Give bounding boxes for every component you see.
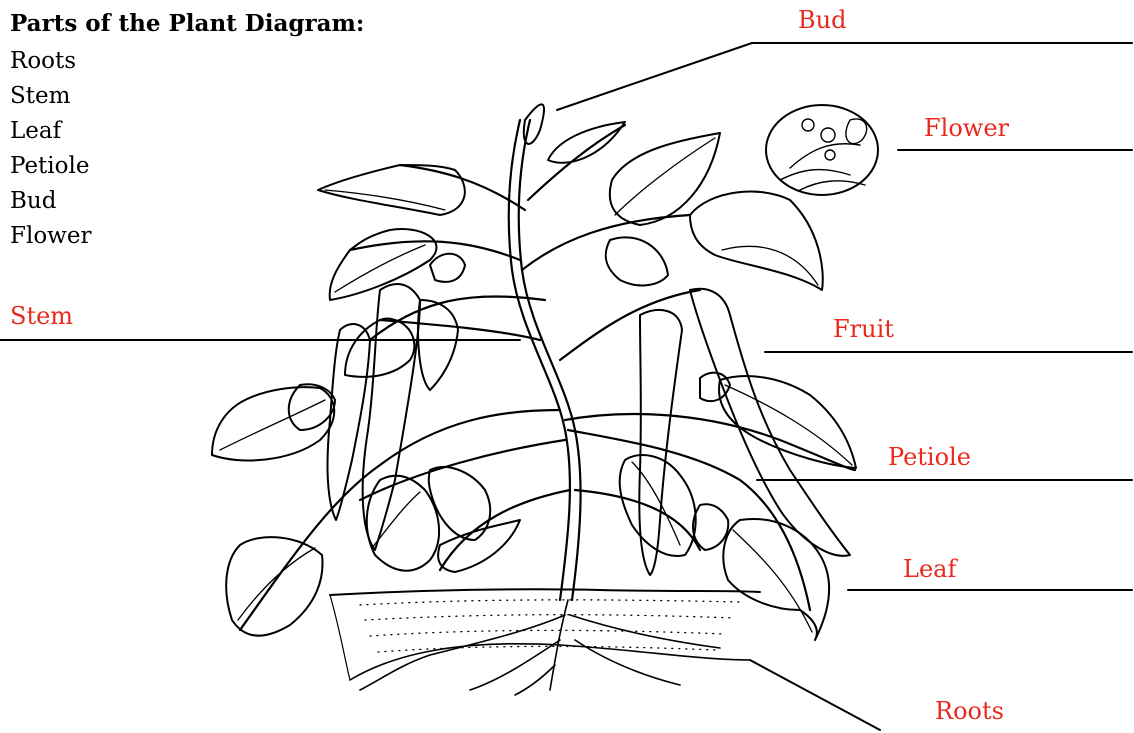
flower-inset-blossom: [802, 119, 814, 131]
branch: [575, 490, 700, 550]
branch: [440, 490, 570, 570]
leaf: [693, 504, 728, 550]
leader-lines: [0, 43, 1132, 730]
label-roots: Roots: [935, 697, 1004, 725]
leader-line-roots: [750, 660, 880, 730]
branch: [565, 414, 855, 470]
leader-line-bud: [557, 43, 752, 110]
leaf: [430, 254, 465, 282]
label-bud: Bud: [798, 6, 846, 34]
label-flower: Flower: [924, 114, 1009, 142]
soil-surface: [330, 589, 760, 595]
leaf: [606, 237, 668, 285]
root: [430, 615, 565, 655]
branch: [360, 440, 565, 500]
label-fruit: Fruit: [833, 315, 894, 343]
label-leaf: Leaf: [903, 555, 956, 583]
leaf: [610, 133, 720, 225]
flower-inset-leaf: [846, 119, 867, 144]
flower-inset: [766, 105, 878, 195]
leaf: [723, 519, 829, 640]
root: [515, 665, 555, 695]
label-petiole: Petiole: [888, 443, 971, 471]
leaf: [719, 376, 856, 468]
label-stem: Stem: [10, 302, 73, 330]
root: [570, 615, 720, 648]
flower-inset-stem: [780, 144, 865, 190]
soil-bottom: [350, 644, 750, 680]
fruit-pod: [418, 300, 458, 390]
leaf: [548, 122, 625, 163]
stem-system: [240, 120, 855, 630]
flower-inset-blossom: [821, 128, 835, 142]
soil: [330, 589, 760, 680]
soil-left: [330, 595, 350, 680]
leaf: [690, 192, 823, 290]
leaf: [345, 319, 414, 377]
leaf: [367, 476, 439, 571]
branch: [380, 320, 540, 340]
leaf: [212, 387, 334, 460]
leaves: [212, 104, 856, 640]
flower-inset-circle: [766, 105, 878, 195]
main-stem: [519, 120, 581, 600]
flower-inset-blossom: [825, 150, 835, 160]
branch: [568, 430, 810, 610]
branch: [240, 410, 560, 630]
